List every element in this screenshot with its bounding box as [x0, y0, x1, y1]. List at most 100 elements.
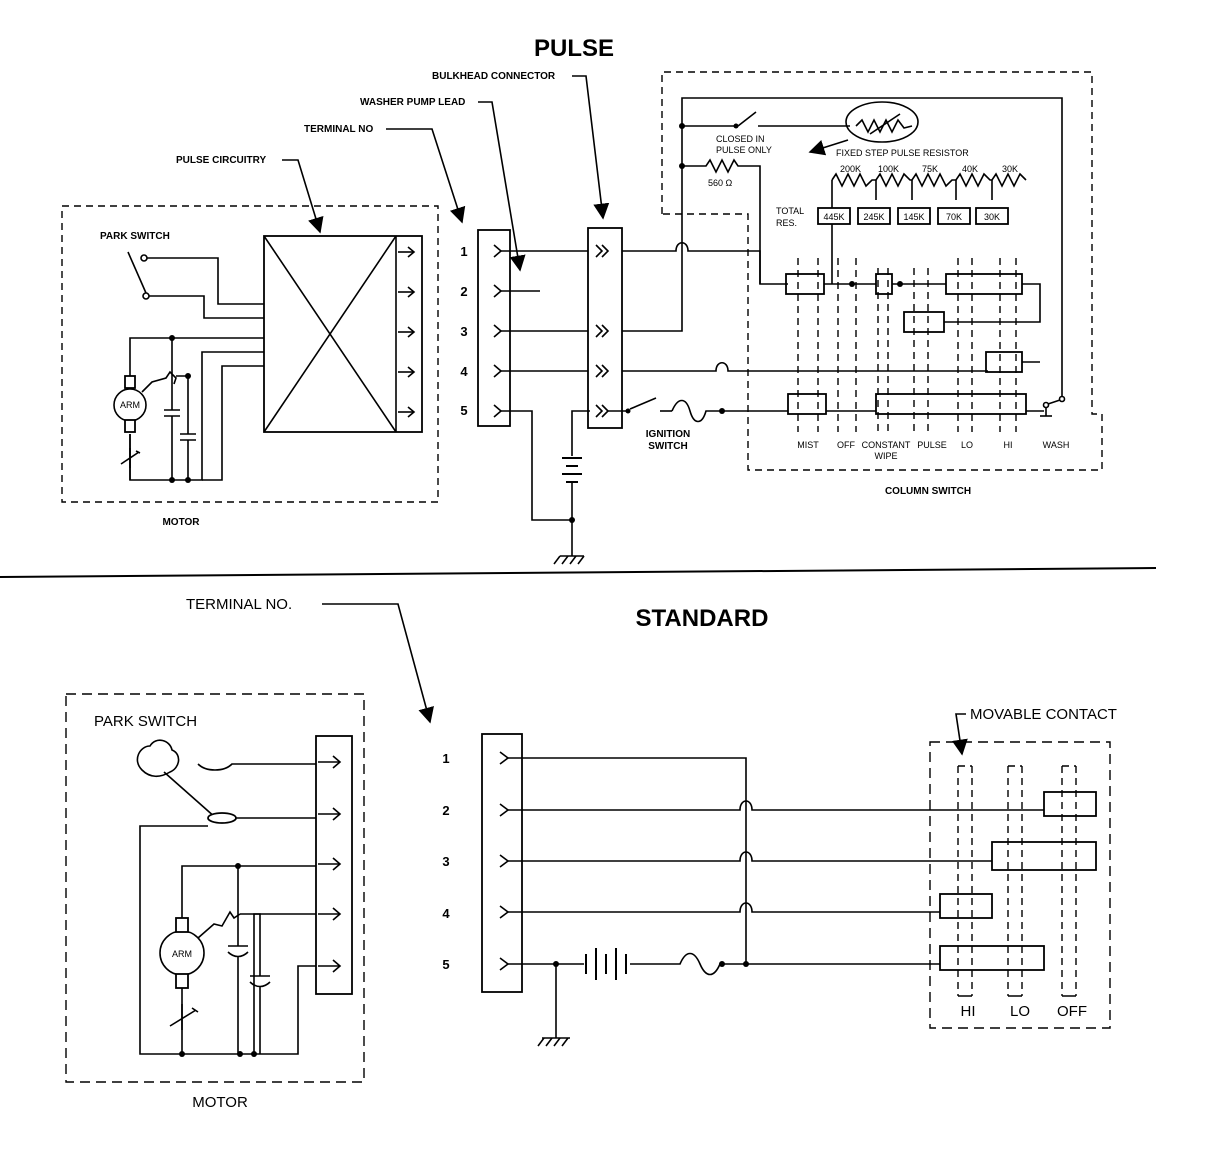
pulse-movable-contacts	[797, 258, 1017, 432]
pulse-pulse-only-label: PULSE ONLY	[716, 145, 772, 155]
pulse-total-resistances: 445K 245K 145K 70K 30K	[817, 207, 1009, 225]
pulse-step-resistor-2: 75K	[922, 164, 938, 174]
pulse-pos-lo: LO	[961, 440, 973, 450]
standard-motor-box	[65, 693, 365, 1083]
pulse-step-resistor-3: 40K	[962, 164, 978, 174]
pulse-pos-wipe: WIPE	[874, 451, 897, 461]
pulse-circuitry-arrow	[282, 159, 324, 234]
pulse-column-switch-label: COLUMN SWITCH	[885, 486, 971, 497]
washer-pump-lead-label: WASHER PUMP LEAD	[360, 97, 465, 108]
standard-park-switch	[136, 739, 316, 1055]
pulse-contact-bars	[785, 273, 1027, 415]
pulse-motor-resistor-icon	[120, 448, 141, 468]
pulse-total-res-0: 445K	[823, 212, 844, 222]
standard-arm-text: ARM	[172, 949, 192, 959]
pulse-terminal-2: 2	[460, 284, 467, 299]
bulkhead-connector-label: BULKHEAD CONNECTOR	[432, 71, 556, 82]
pulse-total-res-1: 245K	[863, 212, 884, 222]
pulse-switch-wiring	[622, 97, 1066, 417]
standard-position-labels: HI LO OFF	[961, 1003, 1088, 1020]
standard-column-switch-box	[929, 741, 1111, 1029]
pulse-terminal-5: 5	[460, 403, 467, 418]
pulse-terminal-no-label: TERMINAL NO	[304, 124, 373, 135]
pulse-total-res-label-2: RES.	[776, 218, 797, 228]
standard-capacitor-1-icon	[227, 866, 249, 1054]
standard-motor-armature: ARM	[159, 863, 316, 1057]
standard-motor-label: MOTOR	[192, 1094, 248, 1111]
pulse-step-resistor-4: 30K	[1002, 164, 1018, 174]
pulse-total-res-3: 70K	[946, 212, 962, 222]
pulse-capacitor-1-icon	[164, 338, 180, 480]
standard-battery-icon	[585, 948, 627, 980]
pulse-fuse-icon	[671, 399, 720, 423]
pulse-park-switch	[127, 251, 264, 319]
standard-movable-contacts	[957, 765, 1077, 997]
pulse-terminal-block	[477, 229, 590, 521]
pulse-total-res-label-1: TOTAL	[776, 206, 804, 216]
standard-diagram: STANDARD TERMINAL NO. MOTOR PARK SWITCH	[65, 596, 1117, 1111]
washer-pump-lead-arrow	[478, 101, 526, 272]
pulse-arm-text: ARM	[120, 400, 140, 410]
standard-park-switch-label: PARK SWITCH	[94, 713, 197, 730]
standard-capacitor-2-icon	[240, 913, 271, 1054]
pulse-park-switch-label: PARK SWITCH	[100, 231, 170, 242]
pulse-ignition-switch	[608, 397, 672, 414]
pulse-circuitry-module	[263, 235, 423, 433]
standard-wiring	[508, 757, 1044, 1038]
pulse-total-res-2: 145K	[903, 212, 924, 222]
standard-terminal-4: 4	[442, 906, 450, 921]
pulse-resistor-label: FIXED STEP PULSE RESISTOR	[836, 148, 969, 158]
pulse-motor-label: MOTOR	[162, 517, 200, 528]
pulse-title: PULSE	[534, 35, 614, 62]
pulse-ignition-label-1: IGNITION	[646, 429, 690, 440]
pulse-terminal-4: 4	[460, 364, 468, 379]
pulse-terminal-no-arrow	[386, 128, 466, 224]
pulse-capacitor-2-icon	[176, 375, 196, 480]
standard-terminal-numbers: 1 2 3 4 5	[442, 751, 450, 972]
pulse-step-resistor-chain	[831, 172, 1027, 188]
pulse-variable-resistor	[808, 101, 919, 156]
bulkhead-connector-arrow	[572, 75, 610, 220]
pulse-pos-off: OFF	[837, 440, 855, 450]
standard-terminal-5: 5	[442, 957, 449, 972]
pulse-closed-in-label: CLOSED IN	[716, 134, 765, 144]
standard-terminal-no-arrow	[322, 603, 434, 724]
standard-pos-lo: LO	[1010, 1003, 1030, 1020]
standard-contact-bars	[939, 791, 1097, 971]
pulse-pos-constant: CONSTANT	[862, 440, 911, 450]
standard-ground-icon	[537, 1037, 570, 1047]
pulse-diagram: PULSE BULKHEAD CONNECTOR WASHER PUMP LEA…	[61, 35, 1103, 565]
pulse-terminal-1: 1	[460, 244, 467, 259]
pulse-pos-mist: MIST	[797, 440, 819, 450]
pulse-pos-wash: WASH	[1043, 440, 1070, 450]
pulse-step-resistor-0: 200K	[840, 164, 861, 174]
pulse-step-resistor-labels: 200K 100K 75K 40K 30K	[840, 164, 1018, 174]
standard-terminal-1: 1	[442, 751, 449, 766]
pulse-bulkhead-connector	[587, 227, 623, 429]
standard-pos-off: OFF	[1057, 1003, 1087, 1020]
standard-motor-terminal-strip	[315, 735, 353, 995]
pulse-terminal-numbers: 1 2 3 4 5	[460, 244, 468, 418]
pulse-pos-pulse: PULSE	[917, 440, 947, 450]
pulse-step-resistor-1: 100K	[878, 164, 899, 174]
pulse-position-labels: MIST OFF CONSTANT WIPE PULSE LO HI WASH	[797, 440, 1069, 461]
section-divider	[0, 567, 1157, 578]
standard-terminal-block	[481, 733, 523, 993]
standard-terminal-2: 2	[442, 803, 449, 818]
standard-title: STANDARD	[636, 605, 769, 632]
movable-contact-label: MOVABLE CONTACT	[970, 706, 1117, 723]
pulse-ground-icon	[553, 555, 585, 565]
standard-motor-resistor-icon	[169, 1004, 199, 1030]
pulse-total-res-4: 30K	[984, 212, 1000, 222]
pulse-circuitry-label: PULSE CIRCUITRY	[176, 155, 267, 166]
pulse-battery-icon	[562, 410, 590, 556]
standard-pos-hi: HI	[961, 1003, 976, 1020]
pulse-ignition-label-2: SWITCH	[648, 441, 687, 452]
standard-terminal-3: 3	[442, 854, 449, 869]
pulse-pos-hi: HI	[1004, 440, 1013, 450]
pulse-motor-armature: ARM	[113, 335, 264, 483]
movable-contact-arrow	[951, 713, 968, 756]
pulse-560-label: 560 Ω	[708, 178, 733, 188]
pulse-terminal-3: 3	[460, 324, 467, 339]
